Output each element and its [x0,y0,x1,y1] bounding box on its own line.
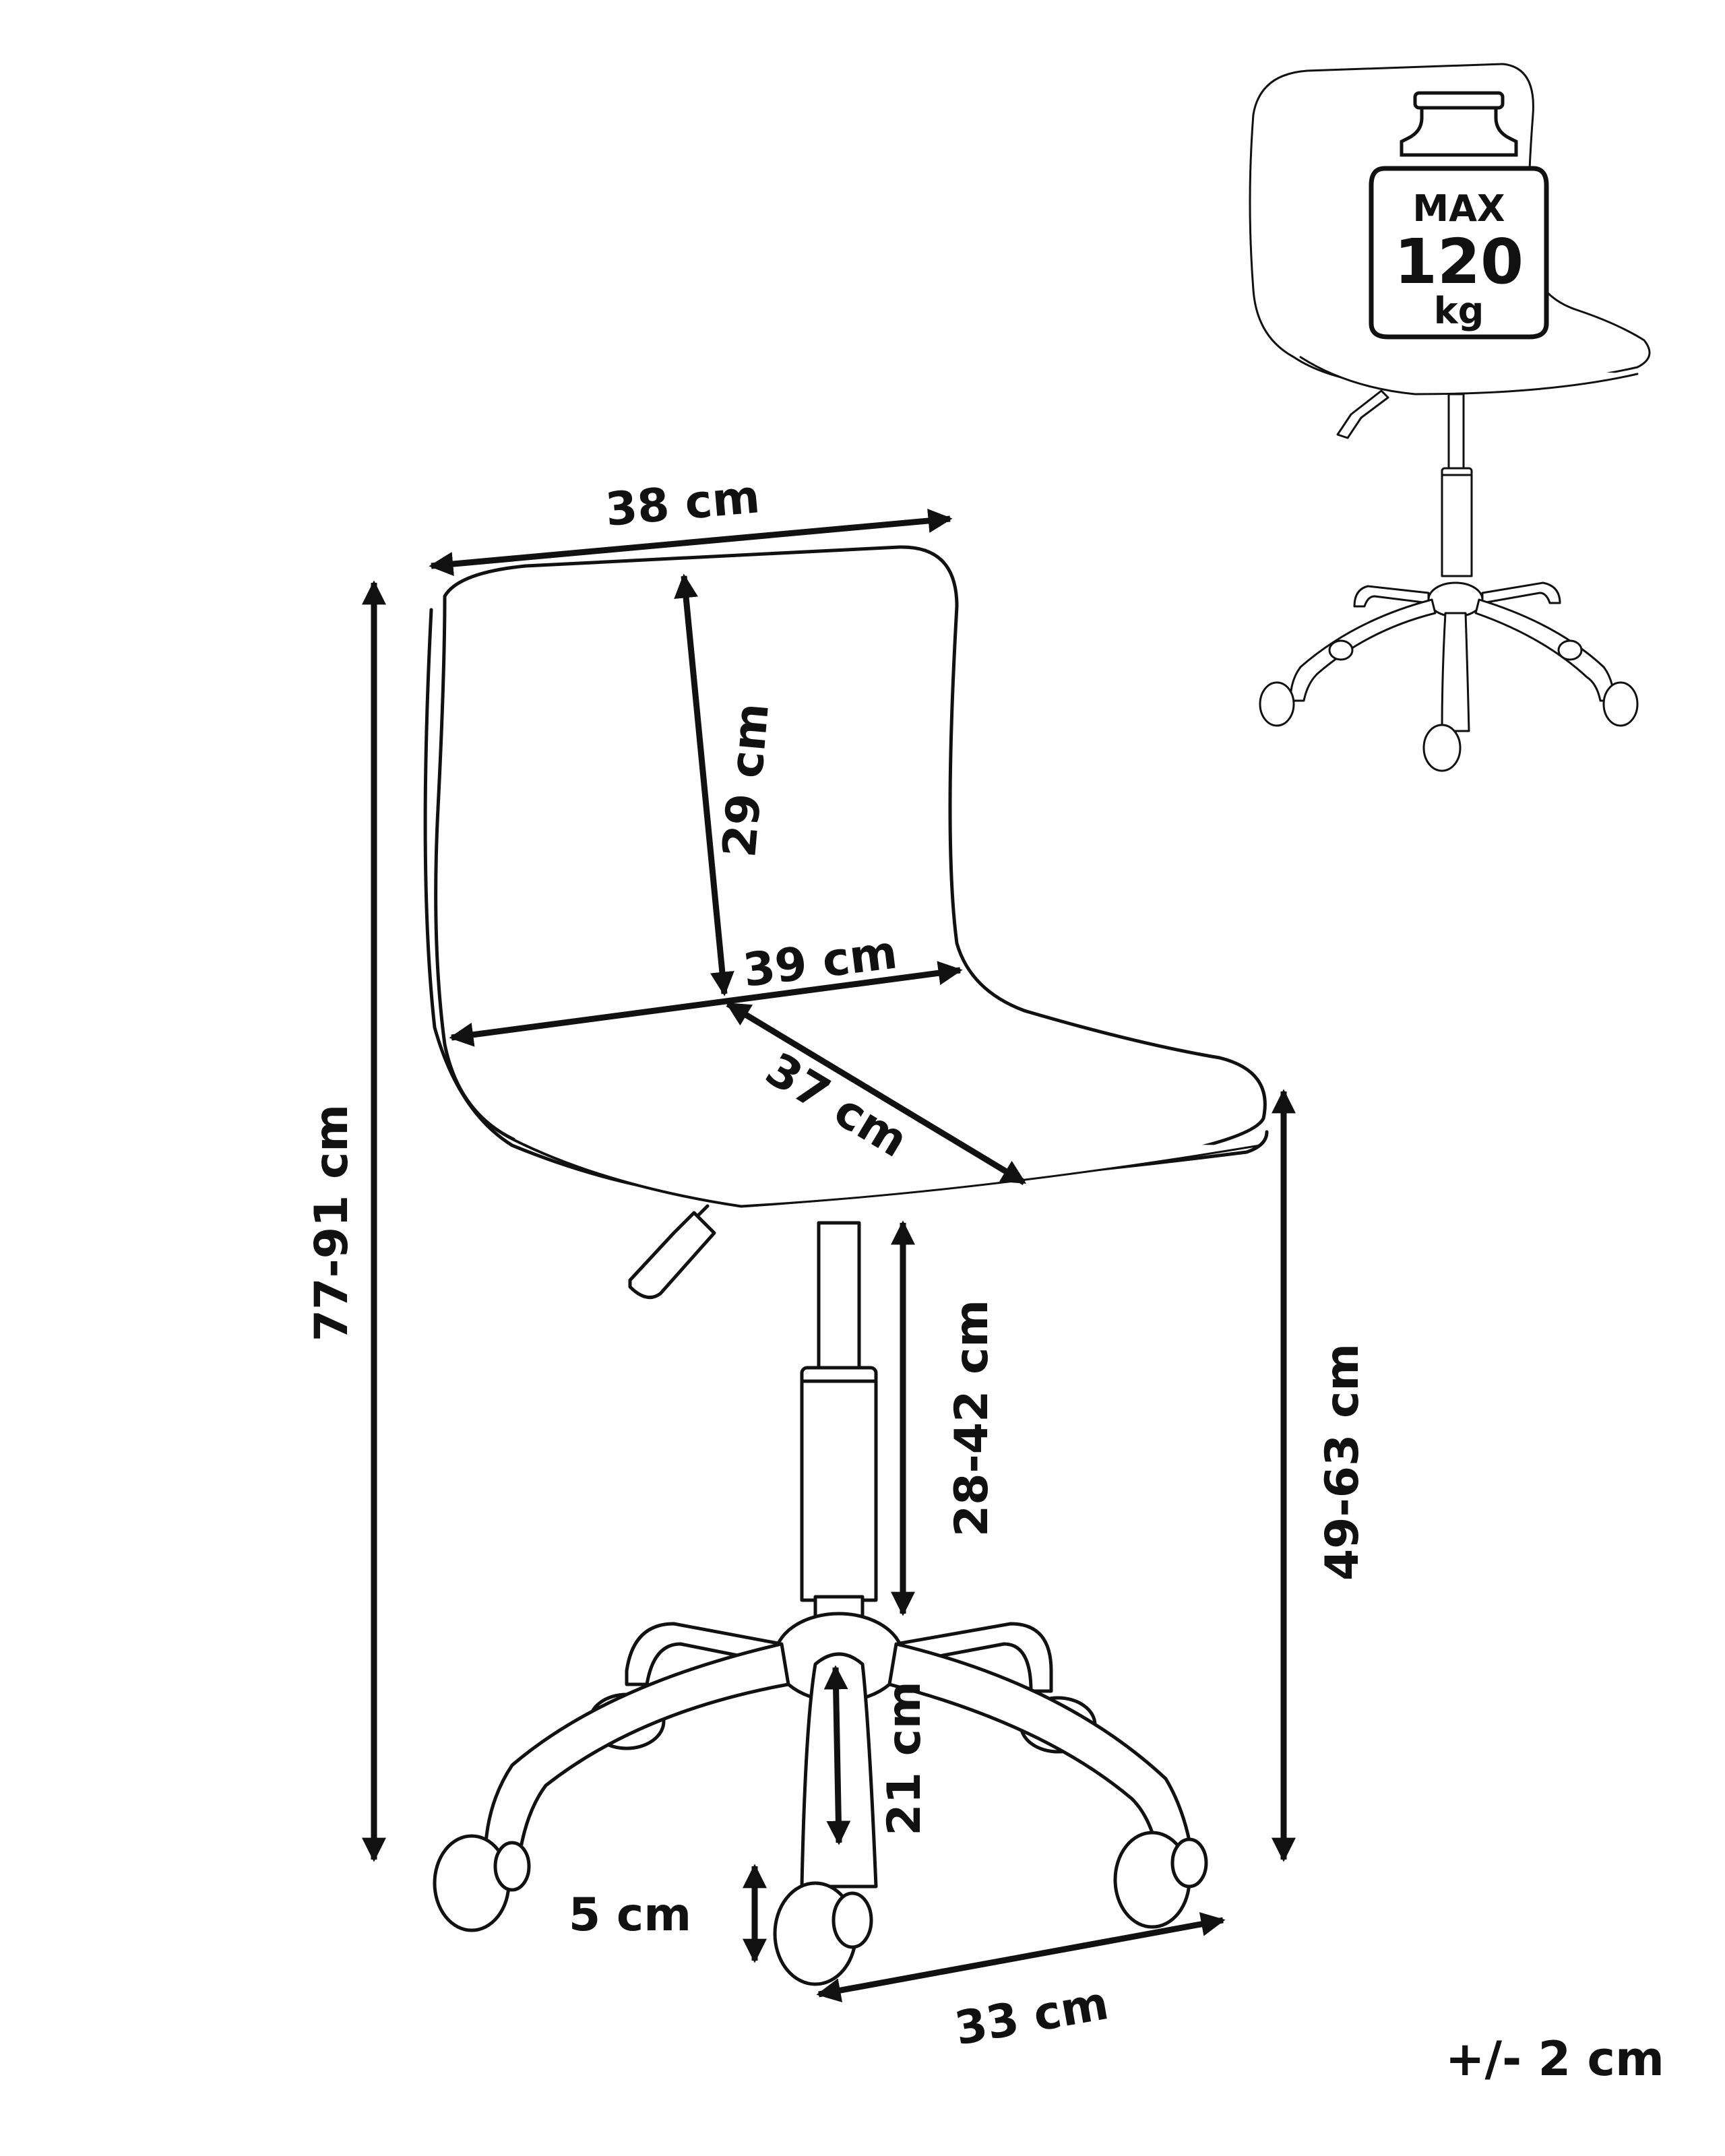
label-gas-lift-height: 28-42 cm [945,1300,999,1537]
max-load-illustration: MAX 120 kg [1249,63,1651,772]
max-load-label: MAX [1412,187,1505,230]
star-base [433,1612,1208,1986]
caster-front [773,1881,873,1986]
max-load-value: 120 [1394,226,1524,298]
caster-left [433,1834,531,1932]
gas-lift-column [800,1221,878,1632]
label-base-height: 21 cm [878,1681,931,1835]
label-caster-height: 5 cm [569,1889,691,1942]
label-seat-width-top: 38 cm [603,470,761,537]
caster-right [1113,1831,1208,1929]
dimension-lines [362,509,1296,2002]
height-lever [628,1204,716,1300]
main-chair-drawing [423,545,1269,1986]
label-leg-length: 33 cm [951,1977,1112,2056]
weight-icon: MAX 120 kg [1369,91,1549,340]
tolerance-note: +/- 2 cm [1445,2031,1664,2087]
label-seat-height: 49-63 cm [1316,1343,1369,1581]
label-total-height: 77-91 cm [305,1104,358,1341]
max-load-unit: kg [1434,290,1484,332]
